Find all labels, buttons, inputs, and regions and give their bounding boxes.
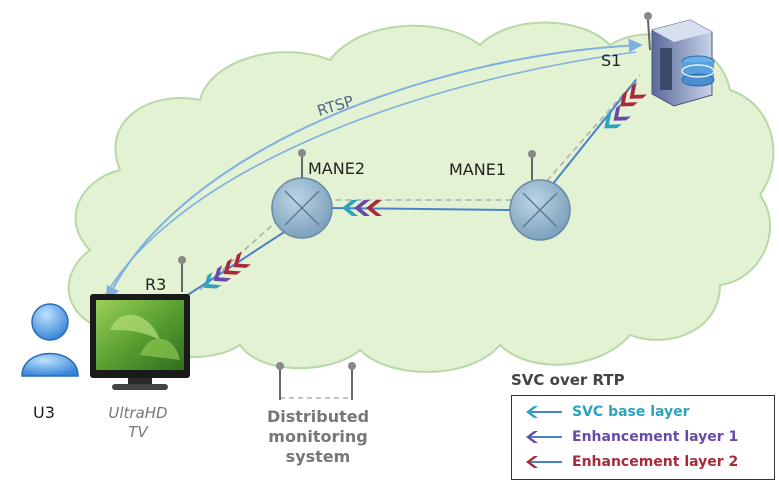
rtsp-arrow-upper — [106, 38, 643, 301]
packets-r3 — [203, 251, 251, 289]
legend-arrow-icon — [526, 431, 562, 443]
label-u3: U3 — [33, 403, 55, 422]
router-mane2[interactable] — [271, 149, 333, 239]
monitor-probe-left — [276, 362, 284, 400]
tv-caption: UltraHD TV — [98, 404, 178, 442]
monitoring-caption-line1: Distributed — [266, 407, 370, 426]
legend-item-base: SVC base layer — [522, 401, 690, 423]
legend-title: SVC over RTP — [511, 371, 625, 389]
packets-mane1-to-mane2 — [342, 200, 382, 216]
monitoring-caption: Distributed monitoring system — [248, 407, 388, 467]
legend-label-enh2: Enhancement layer 2 — [572, 454, 739, 470]
packets-server-2 — [604, 104, 631, 129]
tv-caption-line1: UltraHD — [108, 404, 168, 422]
user-icon — [21, 303, 79, 377]
legend-item-enh1: Enhancement layer 1 — [522, 426, 738, 448]
label-mane1: MANE1 — [449, 160, 507, 179]
legend-arrow-icon — [526, 406, 562, 418]
legend: SVC base layer Enhancement layer 1 Enhan… — [511, 395, 775, 480]
label-mane2: MANE2 — [308, 159, 366, 178]
r3-antenna — [178, 256, 186, 292]
label-s1: S1 — [601, 51, 622, 70]
router-mane1[interactable] — [509, 150, 571, 241]
legend-arrow-icon — [526, 456, 562, 468]
legend-item-enh2: Enhancement layer 2 — [522, 451, 738, 473]
rtsp-arrow-lower — [99, 51, 637, 306]
ultrahd-tv[interactable] — [90, 294, 190, 390]
legend-label-base: SVC base layer — [572, 404, 690, 420]
tv-caption-line2: TV — [128, 422, 148, 441]
monitoring-caption-line2: monitoring — [268, 427, 368, 446]
packets-server — [620, 82, 647, 107]
legend-label-enh1: Enhancement layer 1 — [572, 429, 739, 445]
label-r3: R3 — [145, 275, 167, 294]
monitoring-caption-line3: system — [285, 447, 351, 466]
server-s1[interactable] — [644, 12, 715, 107]
monitor-probe-right — [348, 362, 356, 400]
